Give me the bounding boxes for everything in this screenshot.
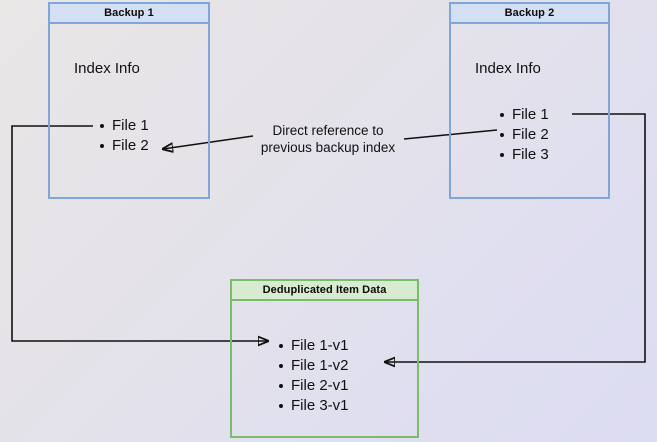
dedup-header: Deduplicated Item Data: [232, 281, 417, 301]
list-item: File 1: [498, 105, 549, 125]
dedup-item-list: File 1-v1 File 1-v2 File 2-v1 File 3-v1: [277, 336, 349, 416]
annotation-line-2: previous backup index: [260, 140, 396, 155]
direct-reference-annotation: Direct reference to previous backup inde…: [250, 122, 406, 156]
list-item: File 3-v1: [277, 396, 349, 416]
backup2-index-info-label: Index Info: [475, 60, 541, 77]
backup2-header: Backup 2: [451, 4, 608, 24]
backup1-title: Backup 1: [104, 6, 154, 19]
annotation-line-1: Direct reference to: [272, 123, 384, 138]
backup1-box: Backup 1: [48, 2, 210, 199]
list-item: File 2: [498, 125, 549, 145]
backup1-index-info-label: Index Info: [74, 60, 140, 77]
backup1-header: Backup 1: [50, 4, 208, 24]
list-item: File 2-v1: [277, 376, 349, 396]
backup2-box: Backup 2: [449, 2, 610, 199]
list-item: File 1: [98, 116, 149, 136]
list-item: File 2: [98, 136, 149, 156]
backup2-file-list: File 1 File 2 File 3: [498, 105, 549, 165]
backup2-title: Backup 2: [504, 6, 555, 19]
backup1-file-list: File 1 File 2: [98, 116, 149, 156]
list-item: File 1-v2: [277, 356, 349, 376]
list-item: File 3: [498, 145, 549, 165]
dedup-box: Deduplicated Item Data: [230, 279, 419, 438]
list-item: File 1-v1: [277, 336, 349, 356]
dedup-title: Deduplicated Item Data: [262, 283, 387, 296]
